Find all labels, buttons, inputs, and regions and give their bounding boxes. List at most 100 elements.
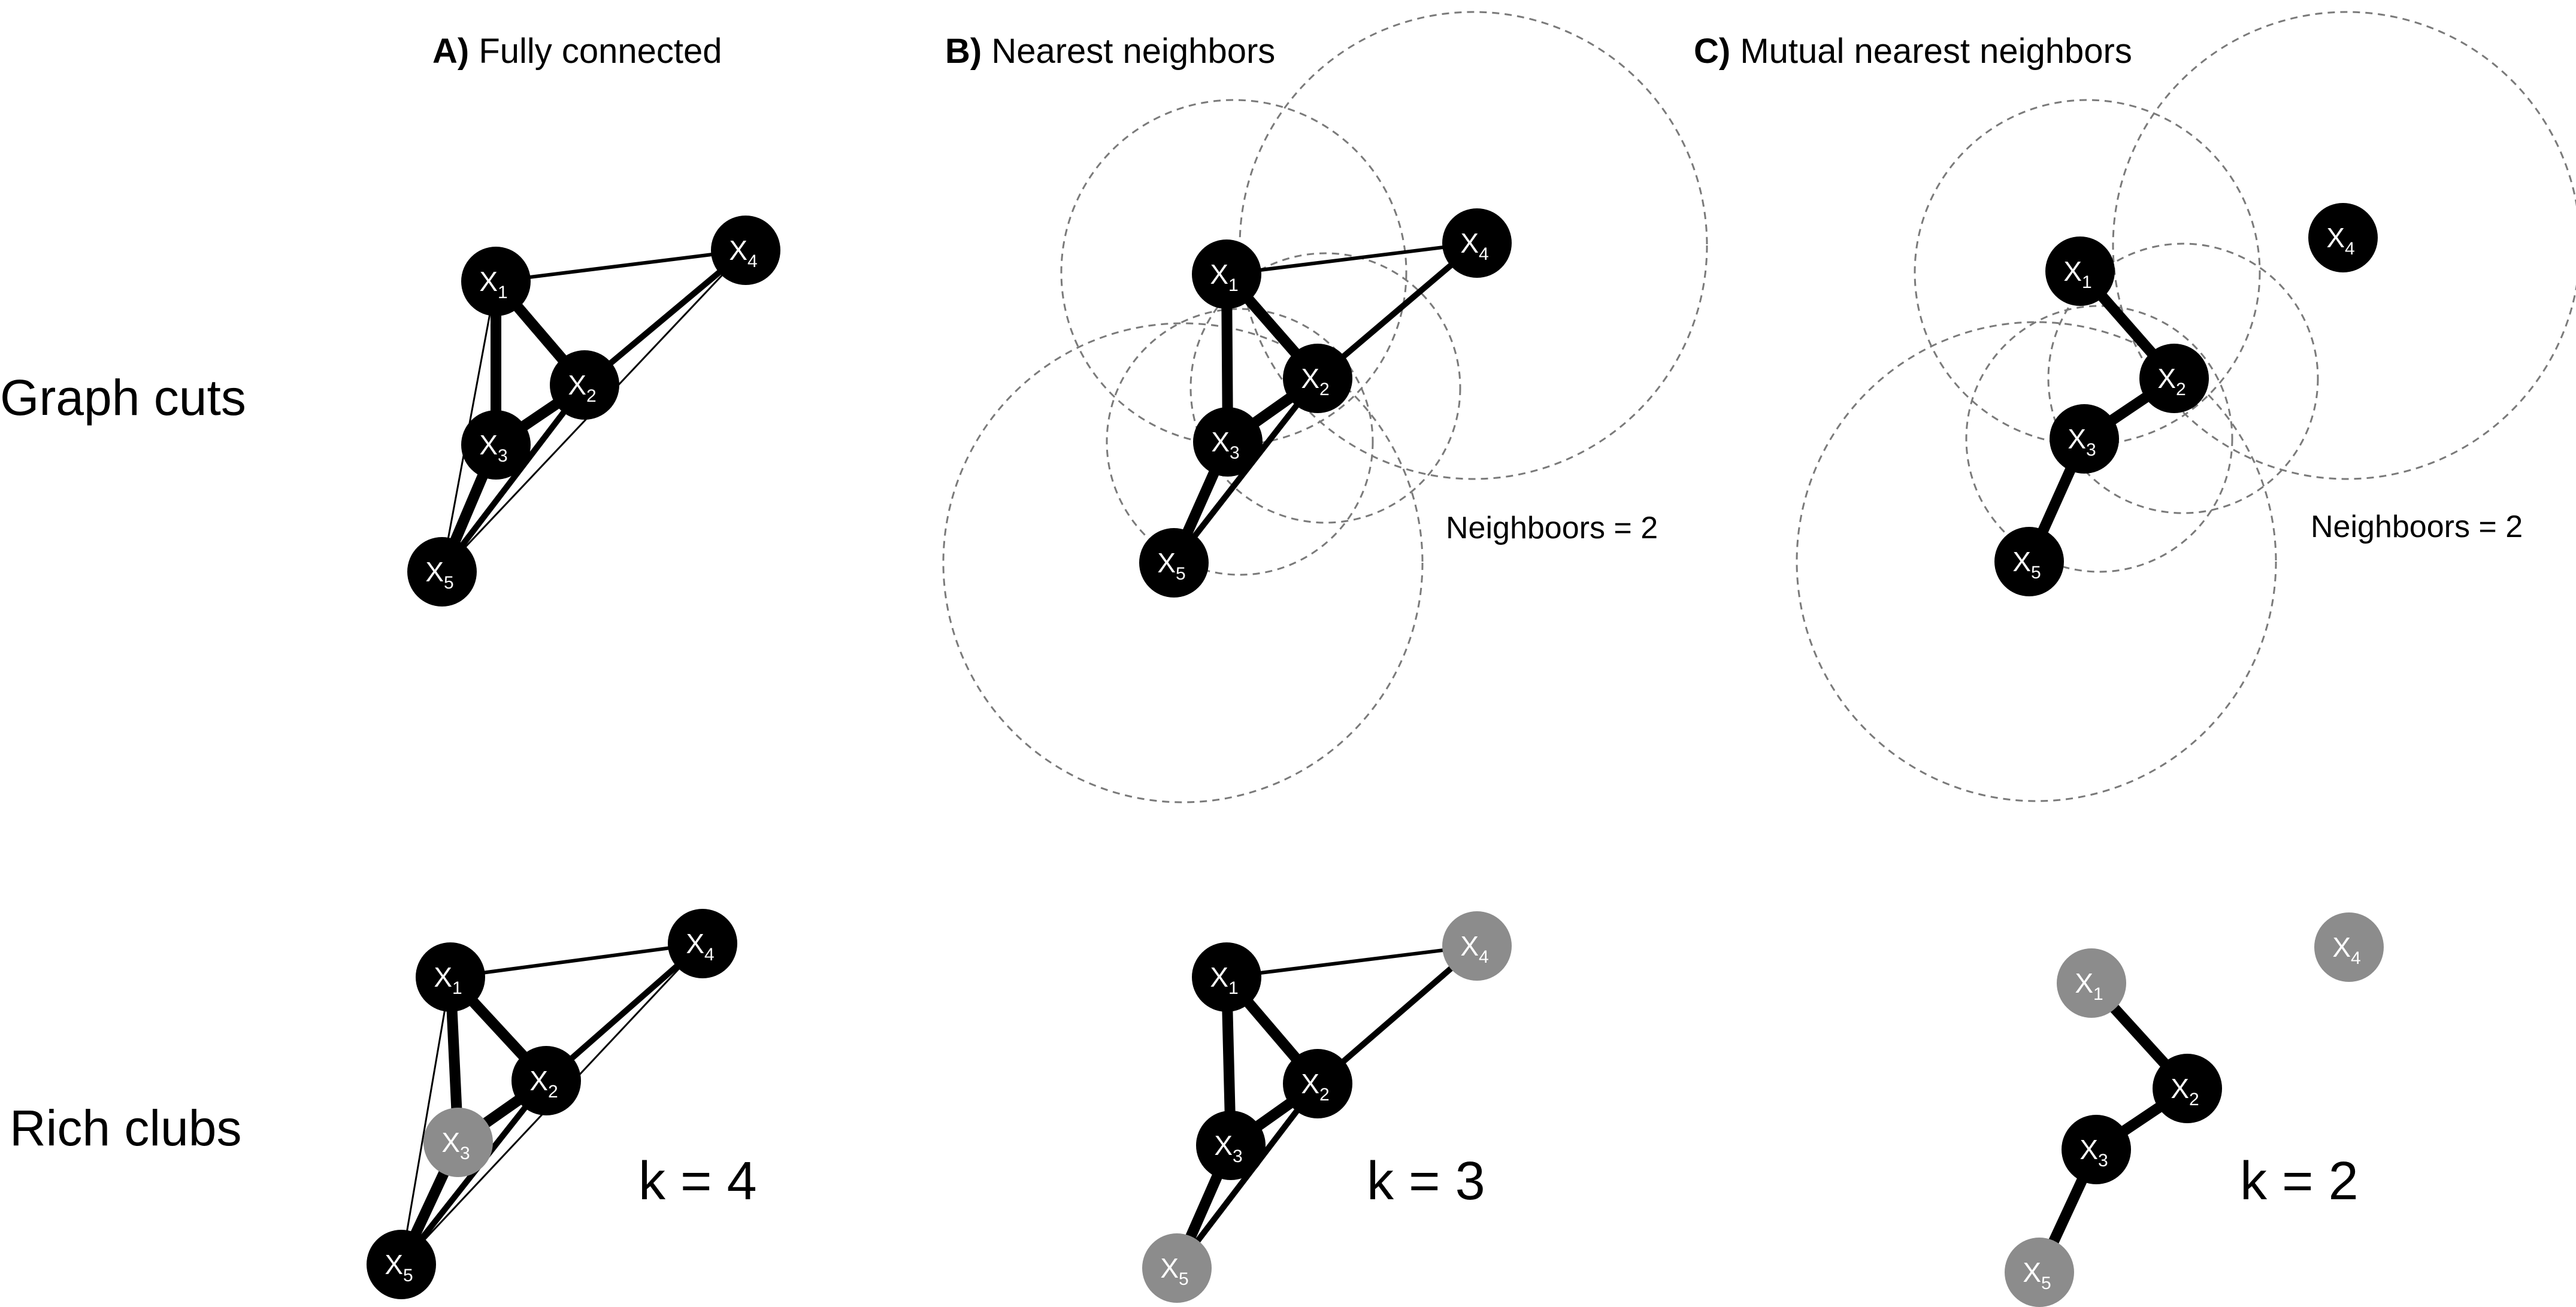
node-x2: X2	[511, 1046, 581, 1115]
node-x3-label-main: X	[1211, 426, 1230, 457]
node-x1-disc	[1192, 942, 1261, 1012]
node-x5-label: X5	[425, 556, 453, 593]
panel-title-a: A) Fully connected	[432, 31, 722, 71]
node-x2-label-main: X	[1301, 363, 1319, 394]
panel-title-b: B) Nearest neighbors	[945, 31, 1275, 71]
node-x3-label-sub: 3	[2098, 1151, 2108, 1170]
node-x2-disc	[511, 1046, 581, 1115]
node-x2: X2	[2139, 344, 2209, 413]
node-x5: X5	[1139, 528, 1209, 598]
node-x4: X4	[2314, 912, 2384, 982]
node-x3-disc	[461, 410, 531, 480]
node-x2-label-sub: 2	[586, 386, 597, 406]
neighborhood-circles	[942, 11, 2576, 803]
k-label-c: k = 2	[2240, 1151, 2359, 1211]
edge-x2-x5	[439, 382, 588, 575]
node-x5-label-sub: 5	[1176, 564, 1186, 584]
node-x2-label-main: X	[568, 369, 586, 401]
node-x4: X4	[711, 216, 780, 285]
node-x5-label: X5	[385, 1249, 413, 1285]
node-x4-label-sub: 4	[704, 945, 715, 965]
neighbors-label-b: Neighboors = 2	[1446, 511, 1658, 545]
node-x3-label: X3	[479, 429, 507, 466]
node-x4-label-main: X	[729, 235, 747, 266]
node-x5-label-main: X	[1157, 547, 1176, 578]
node-x1-label-sub: 1	[2082, 272, 2092, 292]
node-x1-label-sub: 1	[1228, 978, 1239, 998]
node-x3-label: X3	[2068, 423, 2096, 460]
neighborhood-circle-4	[1106, 308, 1374, 576]
node-x1-label-sub: 1	[498, 283, 508, 302]
node-x5-label: X5	[2012, 546, 2041, 583]
node-x5-label: X5	[1160, 1253, 1188, 1289]
node-x5-disc	[1994, 527, 2064, 596]
neighborhood-circle-3	[1189, 252, 1461, 524]
node-x2-label-sub: 2	[1319, 380, 1330, 399]
neighborhood-circle-10	[1796, 321, 2277, 802]
node-x3-disc	[423, 1108, 493, 1177]
node-x5-label-main: X	[2012, 546, 2031, 577]
node-x4-label-main: X	[1460, 930, 1479, 962]
node-x1-label-sub: 1	[1228, 275, 1239, 295]
node-x1-label-main: X	[2063, 256, 2082, 287]
edge-x1-x5	[400, 976, 452, 1266]
node-x4: X4	[1442, 911, 1512, 981]
node-x5-disc	[1139, 528, 1209, 598]
node-x4-label-main: X	[2326, 222, 2345, 253]
panel-title-c: C) Mutual nearest neighbors	[1694, 31, 2132, 71]
node-x5: X5	[367, 1230, 436, 1299]
node-x2-label: X2	[2171, 1073, 2199, 1109]
node-x5-label-main: X	[425, 556, 444, 587]
node-x3-label-sub: 3	[1230, 443, 1240, 463]
node-x1-label-main: X	[2075, 968, 2093, 999]
node-x2-label-main: X	[2171, 1073, 2189, 1104]
node-x5-label-sub: 5	[444, 573, 454, 593]
node-x5-disc	[2005, 1238, 2074, 1307]
node-x1-label-main: X	[479, 266, 498, 297]
node-x3-label-sub: 3	[2086, 440, 2096, 460]
node-x4-label: X4	[729, 235, 757, 271]
edge-x1-x4	[494, 248, 747, 283]
node-x4-label: X4	[1460, 930, 1488, 967]
node-x3-disc	[2050, 404, 2119, 474]
node-x5-label-sub: 5	[403, 1266, 413, 1285]
panel-letter-c: C)	[1694, 32, 1731, 71]
node-x4-disc	[2314, 912, 2384, 982]
node-x3-label-main: X	[2079, 1134, 2098, 1165]
panel-letter-a: A)	[432, 32, 470, 71]
node-x4-disc	[1442, 911, 1512, 981]
node-x1: X1	[1192, 942, 1261, 1012]
edge-x2-x4	[1315, 943, 1480, 1087]
node-x1: X1	[2045, 236, 2115, 306]
node-x3: X3	[461, 410, 531, 480]
neighbors-label-c: Neighboors = 2	[2311, 510, 2523, 544]
node-x3-label: X3	[441, 1127, 470, 1163]
node-x3-label: X3	[2079, 1134, 2108, 1170]
node-x5-disc	[407, 537, 477, 607]
node-x3: X3	[1193, 407, 1263, 477]
edge-x1-x4	[449, 942, 704, 979]
neighborhood-circle-8	[2047, 242, 2319, 514]
node-x2-label-main: X	[1301, 1068, 1319, 1099]
node-x1-disc	[461, 247, 531, 316]
neighborhood-circle-5	[942, 322, 1424, 803]
node-x3-label-sub: 3	[460, 1144, 470, 1163]
panel-text-c: Mutual nearest neighbors	[1740, 32, 2132, 71]
row-label-rich-clubs: Rich clubs	[10, 1100, 242, 1156]
node-x1-disc	[1192, 239, 1261, 309]
node-x1-label: X1	[479, 266, 507, 302]
node-x2-label-main: X	[529, 1065, 548, 1096]
node-x2-label-sub: 2	[548, 1082, 558, 1102]
node-x5-label: X5	[2023, 1257, 2051, 1293]
edge-x2-x4	[582, 247, 749, 388]
node-x2-disc	[550, 350, 619, 420]
node-x1-disc	[2057, 948, 2126, 1018]
node-x4-label-main: X	[2332, 932, 2351, 963]
node-x2-disc	[2153, 1054, 2222, 1123]
node-x1: X1	[1192, 239, 1261, 309]
edge-x1-x4	[1225, 241, 1479, 276]
